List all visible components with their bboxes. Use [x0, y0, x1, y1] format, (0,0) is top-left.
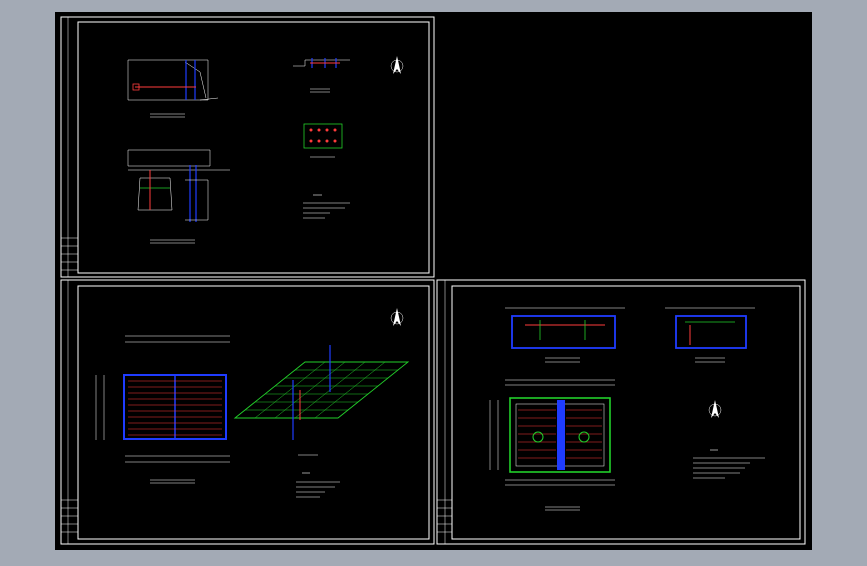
sheet-3-outer-frame	[436, 279, 806, 545]
sheet-2-grid-plan	[95, 335, 230, 484]
sheet-1-section-view	[127, 149, 230, 244]
sheet-1-plan-view	[127, 59, 219, 118]
sheet-2-outer-frame	[60, 279, 435, 545]
sheet-3	[436, 279, 806, 545]
sheet-2-inner-frame	[77, 285, 430, 540]
sheet-2-notes	[296, 472, 340, 498]
sheet-1-inner-frame	[77, 21, 430, 274]
sheet-3-plan-view	[489, 379, 615, 511]
sheet-3-section-a	[505, 307, 625, 363]
sheet-1	[60, 16, 435, 278]
north-arrow-icon	[708, 400, 722, 418]
sheet-2-isometric-grid	[233, 345, 410, 456]
sheet-2-title-strip	[61, 280, 78, 544]
sheet-2	[60, 279, 435, 545]
sheet-1-outer-frame	[60, 16, 435, 278]
sheet-1-pipe-detail	[293, 58, 350, 93]
north-arrow-icon	[390, 56, 404, 74]
sheet-3-section-b	[665, 307, 755, 363]
sheet-3-title-strip	[437, 280, 452, 544]
north-arrow-icon	[390, 308, 404, 326]
sheet-1-rack-detail	[303, 123, 343, 158]
sheet-3-inner-frame	[451, 285, 801, 540]
sheet-3-notes	[693, 449, 765, 479]
sheet-1-title-strip	[61, 17, 78, 277]
sheet-1-notes	[303, 194, 350, 219]
